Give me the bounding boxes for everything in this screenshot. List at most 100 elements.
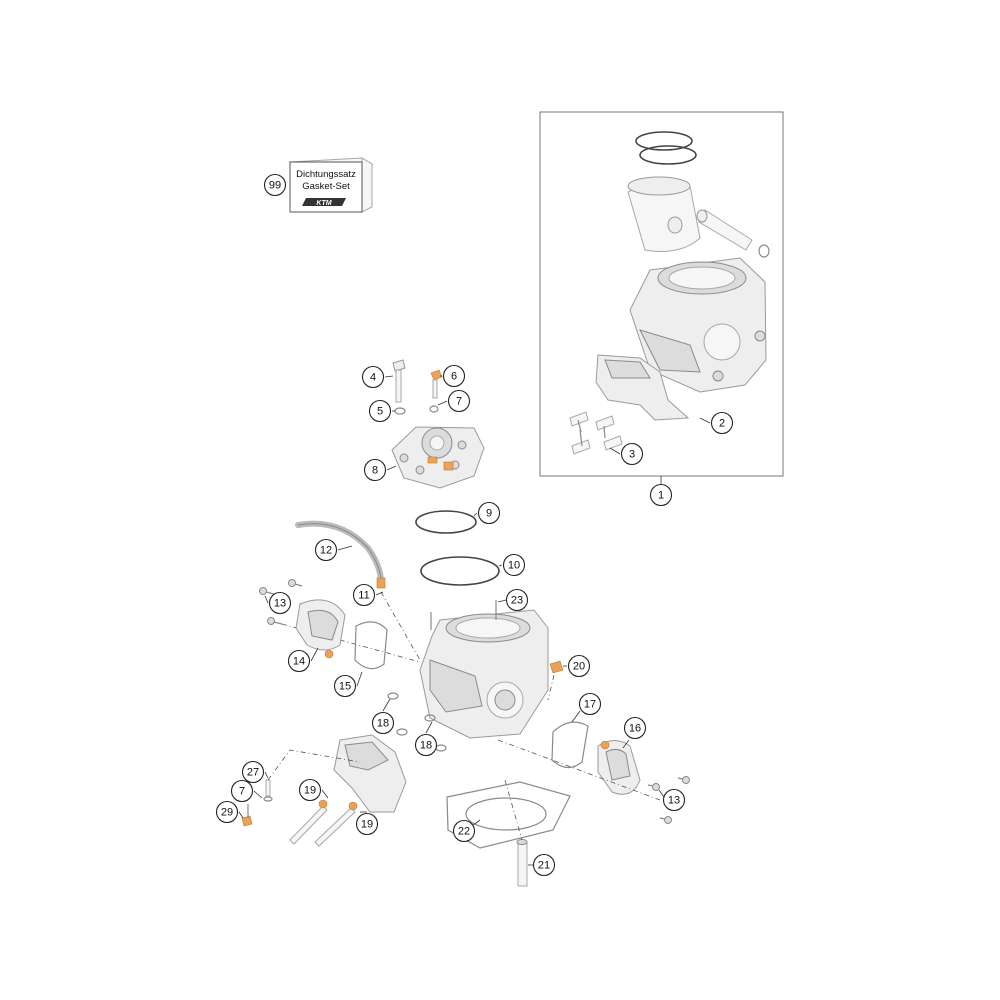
callout-number: 2 bbox=[719, 418, 725, 430]
callout-circle bbox=[355, 812, 379, 836]
callout-number: 6 bbox=[451, 371, 457, 383]
callout-number: 15 bbox=[339, 681, 351, 693]
cover-screws-right bbox=[647, 776, 690, 824]
small-stud-parts bbox=[241, 779, 273, 827]
callout-17: 17 bbox=[578, 692, 602, 716]
callout-23: 23 bbox=[505, 588, 529, 612]
callout-circle bbox=[241, 760, 265, 784]
washer-18d bbox=[435, 744, 447, 752]
callout-circle bbox=[710, 411, 734, 435]
gasket-kit-box: Dichtungssatz Gasket-Set KTM bbox=[288, 157, 374, 213]
callout-number: 19 bbox=[361, 819, 373, 831]
washer-18c bbox=[396, 728, 408, 736]
head-nut bbox=[429, 369, 443, 413]
callout-number: 9 bbox=[486, 508, 492, 520]
callout-circle bbox=[414, 733, 438, 757]
callout-circle bbox=[287, 649, 311, 673]
inset-screws bbox=[569, 411, 623, 455]
callout-circle bbox=[620, 442, 644, 466]
callout-number: 10 bbox=[508, 560, 520, 572]
callout-22: 22 bbox=[452, 819, 476, 843]
callout-4: 4 bbox=[361, 365, 385, 389]
callout-12: 12 bbox=[314, 538, 338, 562]
callout-circle bbox=[477, 501, 501, 525]
piston-rings bbox=[635, 131, 697, 165]
callout-number: 4 bbox=[370, 372, 376, 384]
callout-number: 8 bbox=[372, 465, 378, 477]
dowel-pin bbox=[516, 839, 528, 887]
callout-99: 99 bbox=[263, 173, 287, 197]
callout-number: 19 bbox=[304, 785, 316, 797]
callout-circle bbox=[442, 364, 466, 388]
exhaust-gasket-left bbox=[354, 621, 388, 670]
callout-number: 14 bbox=[293, 656, 305, 668]
callout-number: 1 bbox=[658, 490, 664, 502]
main-cylinder bbox=[419, 600, 549, 739]
cylinder-head bbox=[391, 426, 485, 489]
callout-19: 19 bbox=[355, 812, 379, 836]
callout-18: 18 bbox=[414, 733, 438, 757]
cover-screws-left bbox=[259, 579, 303, 625]
callout-number: 5 bbox=[377, 406, 383, 418]
callout-number: 23 bbox=[511, 595, 523, 607]
callout-number: 99 bbox=[269, 180, 281, 192]
callout-2: 2 bbox=[710, 411, 734, 435]
inset-cylinder bbox=[629, 257, 767, 393]
head-o-ring-large bbox=[420, 556, 500, 586]
gasket-kit-line2: Gasket-Set bbox=[302, 181, 350, 192]
callout-20: 20 bbox=[567, 654, 591, 678]
exhaust-cover-right bbox=[597, 740, 641, 795]
callout-circle bbox=[298, 778, 322, 802]
callout-5: 5 bbox=[368, 399, 392, 423]
callout-14: 14 bbox=[287, 649, 311, 673]
gasket-kit-line1: Dichtungssatz bbox=[296, 169, 356, 180]
callout-number: 13 bbox=[668, 795, 680, 807]
exhaust-cover-left bbox=[295, 599, 346, 659]
callout-29: 29 bbox=[215, 800, 239, 824]
cylinder-nut bbox=[549, 660, 564, 674]
callout-10: 10 bbox=[502, 553, 526, 577]
inset-exhaust-control bbox=[595, 354, 690, 421]
callout-circle bbox=[662, 788, 686, 812]
callout-16: 16 bbox=[623, 716, 647, 740]
callout-7: 7 bbox=[230, 779, 254, 803]
callout-number: 18 bbox=[420, 740, 432, 752]
callout-circle bbox=[352, 583, 376, 607]
callout-number: 27 bbox=[247, 767, 259, 779]
callout-circle bbox=[363, 458, 387, 482]
callout-circle bbox=[532, 853, 556, 877]
callout-circle bbox=[371, 711, 395, 735]
callout-18: 18 bbox=[371, 711, 395, 735]
callout-6: 6 bbox=[442, 364, 466, 388]
callout-number: 18 bbox=[377, 718, 389, 730]
callout-number: 21 bbox=[538, 860, 550, 872]
callout-number: 7 bbox=[456, 396, 462, 408]
callout-7: 7 bbox=[447, 389, 471, 413]
breather-hose bbox=[295, 520, 384, 583]
callout-13: 13 bbox=[268, 591, 292, 615]
callout-circle bbox=[567, 654, 591, 678]
callout-circle bbox=[649, 483, 673, 507]
callout-number: 12 bbox=[320, 545, 332, 557]
callout-circle bbox=[578, 692, 602, 716]
washer-18a bbox=[387, 692, 399, 700]
callout-circle bbox=[314, 538, 338, 562]
callout-number: 16 bbox=[629, 723, 641, 735]
callout-27: 27 bbox=[241, 760, 265, 784]
head-bolt bbox=[392, 359, 406, 415]
callout-circle bbox=[263, 173, 287, 197]
callout-13: 13 bbox=[662, 788, 686, 812]
washer-18b bbox=[424, 714, 436, 722]
callout-circle bbox=[502, 553, 526, 577]
callout-circle bbox=[623, 716, 647, 740]
callout-9: 9 bbox=[477, 501, 501, 525]
callout-circle bbox=[447, 389, 471, 413]
callout-19: 19 bbox=[298, 778, 322, 802]
callout-21: 21 bbox=[532, 853, 556, 877]
callout-11: 11 bbox=[352, 583, 376, 607]
callout-number: 29 bbox=[221, 807, 233, 819]
callout-15: 15 bbox=[333, 674, 357, 698]
callout-number: 22 bbox=[458, 826, 470, 838]
callout-circle bbox=[505, 588, 529, 612]
